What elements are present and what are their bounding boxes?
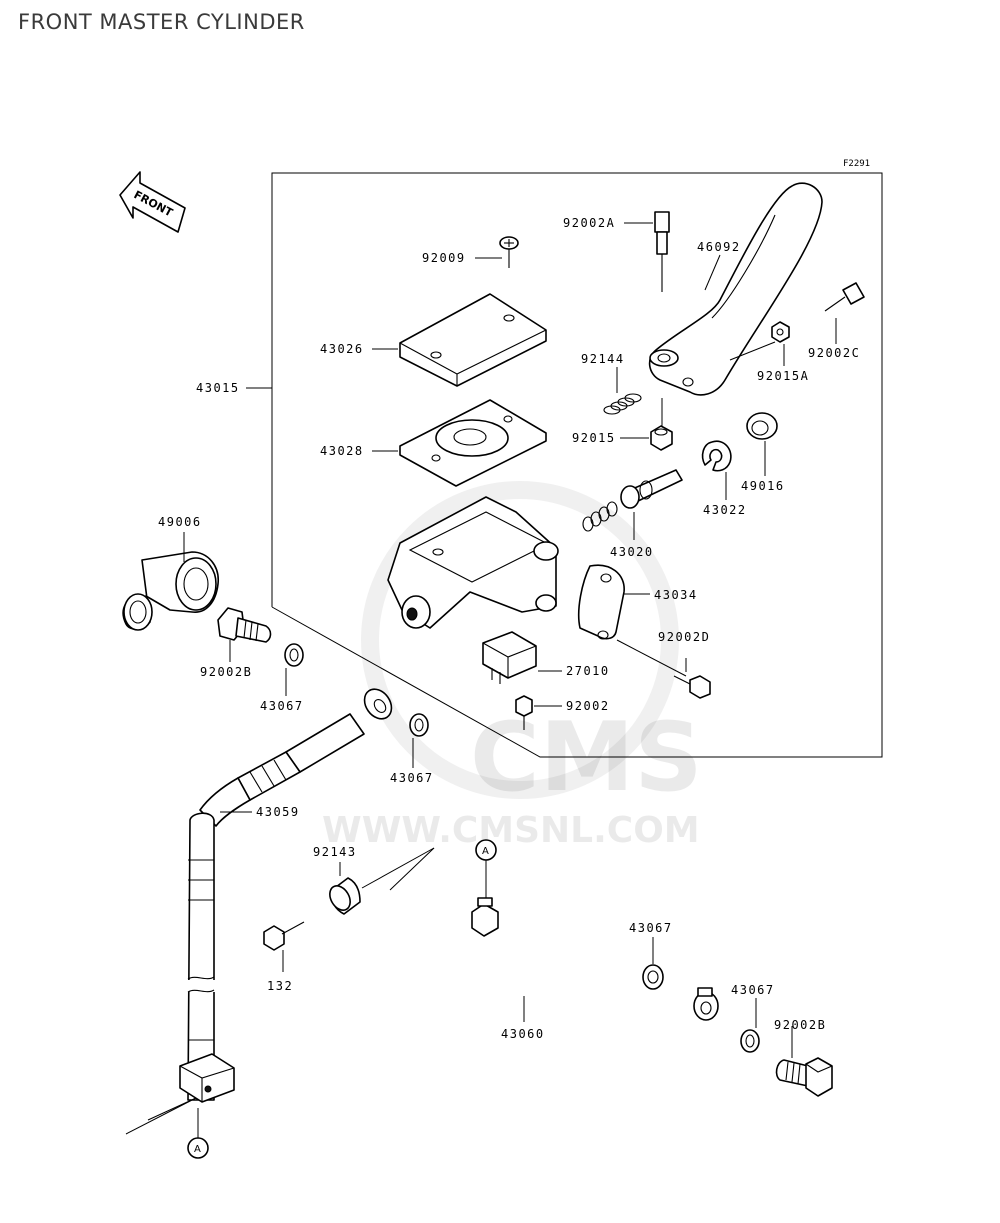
label-92002b-lower: 92002B <box>774 1018 826 1032</box>
label-92002a: 92002A <box>563 216 615 230</box>
washer-43067-a <box>284 643 304 667</box>
spring-92144 <box>603 393 642 415</box>
label-43067-d: 43067 <box>731 983 775 997</box>
bolt-92002a <box>654 211 670 292</box>
label-43020: 43020 <box>610 545 654 559</box>
label-43022: 43022 <box>703 503 747 517</box>
brake-lever-46092 <box>648 182 823 396</box>
label-49016: 49016 <box>741 479 785 493</box>
label-92143: 92143 <box>313 845 357 859</box>
assembly-outline <box>271 172 883 758</box>
watermark-brand: CMS <box>470 703 703 813</box>
washer-43067-d <box>740 1029 760 1053</box>
label-92009: 92009 <box>422 251 466 265</box>
label-92015: 92015 <box>572 431 616 445</box>
screw-92002 <box>515 695 533 730</box>
diaphragm-43028 <box>399 399 547 487</box>
connector-a-bottom <box>187 1137 209 1159</box>
label-43060: 43060 <box>501 1027 545 1041</box>
washer-43067-c <box>642 964 664 990</box>
label-43067-b: 43067 <box>390 771 434 785</box>
brake-pipe-43060 <box>471 897 719 1087</box>
connector-a-top-label: A <box>482 846 489 857</box>
label-43026: 43026 <box>320 342 364 356</box>
label-46092: 46092 <box>697 240 741 254</box>
screw-92009 <box>499 236 519 268</box>
figure-ref: F2291 <box>843 159 870 169</box>
label-92144: 92144 <box>581 352 625 366</box>
boot-49016 <box>746 412 778 440</box>
bolt-132 <box>263 921 305 951</box>
connector-a-bottom-label: A <box>194 1144 201 1155</box>
banjo-bolt-92002b-lower <box>775 1057 833 1097</box>
label-43067-a: 43067 <box>260 699 304 713</box>
label-43034: 43034 <box>654 588 698 602</box>
nut-92015a <box>771 321 790 343</box>
watermark: CMS WWW.CMSNL.COM <box>322 481 703 851</box>
label-43015: 43015 <box>196 381 240 395</box>
label-92002: 92002 <box>566 699 610 713</box>
banjo-fitting-49006 <box>122 551 219 631</box>
label-43059: 43059 <box>256 805 300 819</box>
nut-92015 <box>650 398 673 451</box>
label-92015a: 92015A <box>757 369 809 383</box>
brake-switch-27010 <box>482 631 537 684</box>
label-43067-c: 43067 <box>629 921 673 935</box>
front-direction-arrow: FRONT <box>119 171 186 233</box>
clamp-43034 <box>577 564 625 640</box>
label-92002b-upper: 92002B <box>200 665 252 679</box>
collar-92143 <box>329 877 361 915</box>
page-title: FRONT MASTER CYLINDER <box>18 10 305 34</box>
brake-hose-43059 <box>179 688 393 1103</box>
circlip-43022 <box>701 440 732 472</box>
master-cylinder-body <box>387 496 559 629</box>
bolt-92002c <box>824 282 865 312</box>
washer-43067-b <box>409 713 429 737</box>
label-27010: 27010 <box>566 664 610 678</box>
label-92002c: 92002C <box>808 346 860 360</box>
label-43028: 43028 <box>320 444 364 458</box>
label-92002d: 92002D <box>658 630 710 644</box>
bolt-92002d <box>673 675 711 699</box>
banjo-bolt-92002b-upper <box>217 607 272 643</box>
label-132: 132 <box>267 979 293 993</box>
watermark-url: WWW.CMSNL.COM <box>322 810 700 851</box>
label-49006: 49006 <box>158 515 202 529</box>
cap-43026 <box>399 293 547 387</box>
piston-43020 <box>582 469 683 532</box>
